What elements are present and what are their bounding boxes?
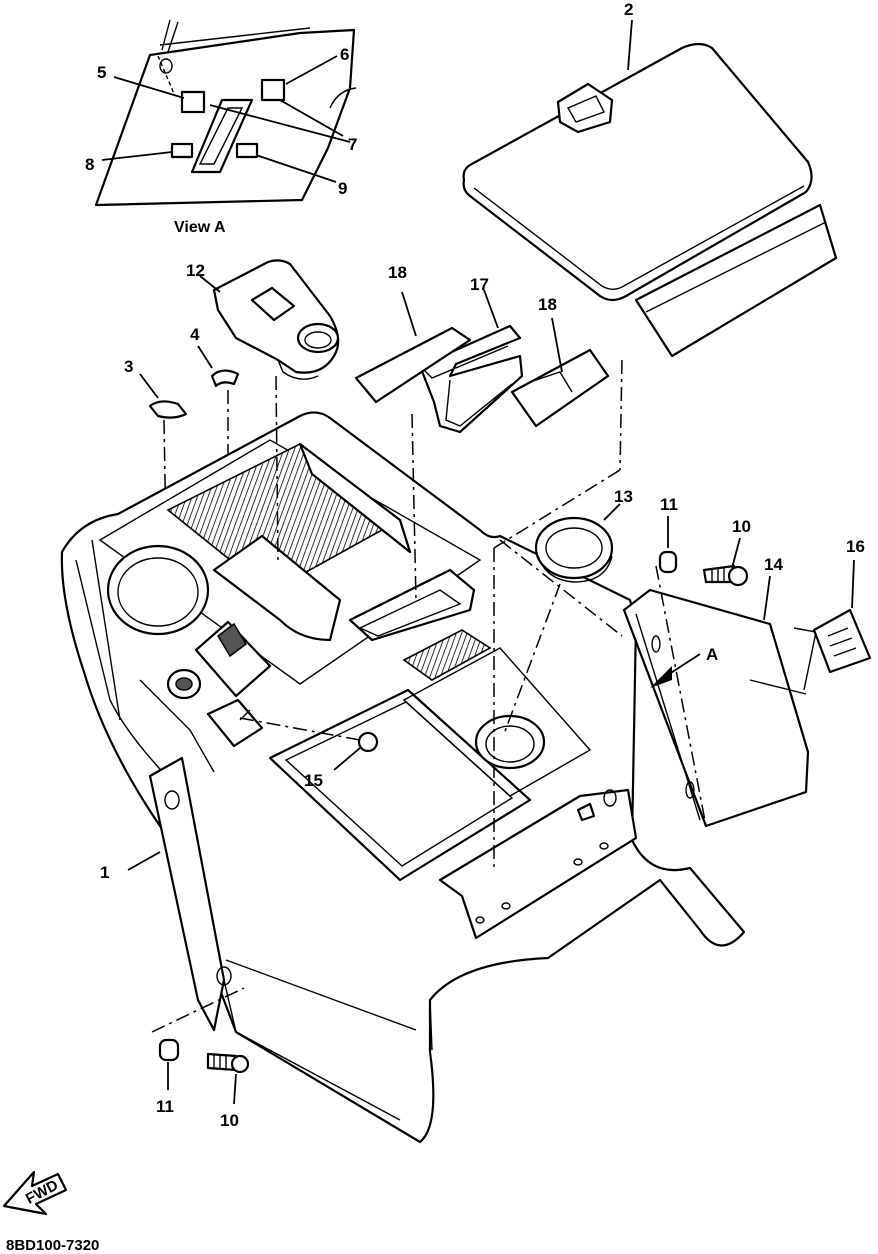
callout-17: 17 — [470, 275, 489, 294]
callout-2: 2 — [624, 0, 633, 19]
bolt-part-10-upper — [702, 537, 749, 587]
callout-7: 7 — [348, 135, 357, 154]
callout-12: 12 — [186, 261, 205, 280]
pad-6-icon — [260, 78, 286, 102]
grommet-part-13 — [503, 503, 621, 735]
cover-tab — [556, 82, 614, 134]
top-cover-part-2 — [462, 19, 838, 358]
nut-part-11-upper — [655, 516, 707, 827]
callout-15: 15 — [304, 771, 323, 790]
console-body-part-1 — [60, 411, 746, 1144]
callout-11-upper: 11 — [660, 495, 678, 514]
bolt-part-10-lower — [206, 1052, 250, 1105]
nut-part-11-lower — [151, 987, 245, 1090]
callout-18-left: 18 — [388, 263, 407, 282]
callout-3: 3 — [124, 357, 133, 376]
callout-9: 9 — [338, 179, 347, 198]
side-rail — [148, 756, 226, 1032]
view-a-marker: A — [706, 645, 718, 664]
callout-11-lower: 11 — [156, 1097, 174, 1116]
pad-9-icon — [235, 142, 259, 159]
callout-8: 8 — [85, 155, 94, 174]
view-a-arrow-icon — [650, 653, 701, 688]
callout-18-right: 18 — [538, 295, 557, 314]
callout-6: 6 — [340, 45, 349, 64]
pad-part-18-left — [354, 291, 472, 404]
callout-4: 4 — [190, 325, 200, 344]
callout-13: 13 — [614, 487, 633, 506]
pad-5-icon — [180, 90, 206, 114]
fwd-arrow-icon: FWD — [2, 1170, 68, 1216]
figure-code: 8BD100-7320 — [6, 1237, 99, 1254]
callout-10-upper: 10 — [732, 517, 751, 536]
cup-holder-part-12 — [199, 259, 340, 380]
label-part-16 — [812, 559, 872, 674]
view-a-caption: View A — [174, 219, 226, 236]
callout-14: 14 — [764, 555, 783, 574]
callout-10-lower: 10 — [220, 1111, 239, 1130]
pad-part-18-right — [510, 317, 610, 428]
cap-part-15 — [239, 717, 379, 771]
view-a-inset — [94, 19, 357, 207]
pad-8-icon — [170, 142, 194, 159]
leader-lines — [127, 359, 623, 871]
callout-5: 5 — [97, 63, 106, 82]
callout-1: 1 — [100, 863, 109, 882]
callout-16: 16 — [846, 537, 865, 556]
